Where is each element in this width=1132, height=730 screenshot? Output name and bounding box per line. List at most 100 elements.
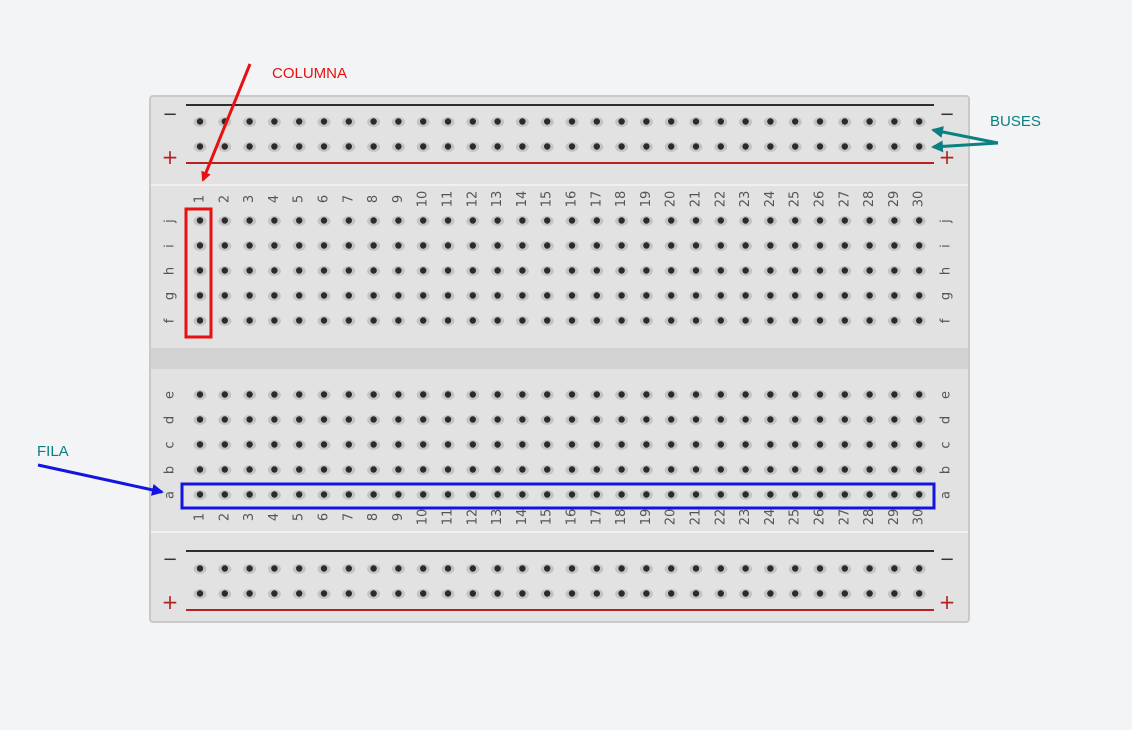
hole-f13 (491, 316, 505, 326)
hole-c3 (243, 440, 257, 450)
rail-hole-bottom-negative-6 (317, 564, 331, 574)
row-label-left-c: c (163, 441, 178, 448)
hole-c7 (342, 440, 356, 450)
row-label-right-e: e (939, 391, 954, 399)
column-number-top-26: 26 (813, 191, 828, 208)
hole-g24 (763, 291, 777, 301)
hole-f2 (218, 316, 232, 326)
hole-b14 (515, 465, 529, 475)
rail-hole-top-positive-20 (664, 142, 678, 152)
hole-f21 (689, 316, 703, 326)
rail-hole-top-positive-2 (218, 142, 232, 152)
hole-j9 (391, 216, 405, 226)
column-number-bottom-5: 5 (292, 513, 307, 521)
hole-h27 (838, 266, 852, 276)
rail-hole-bottom-negative-4 (267, 564, 281, 574)
hole-e7 (342, 390, 356, 400)
hole-c2 (218, 440, 232, 450)
column-number-top-8: 8 (366, 195, 381, 203)
hole-b27 (838, 465, 852, 475)
column-number-bottom-14: 14 (515, 509, 530, 526)
hole-j23 (739, 216, 753, 226)
rail-hole-bottom-positive-1 (193, 589, 207, 599)
hole-j19 (639, 216, 653, 226)
hole-c22 (714, 440, 728, 450)
top-left-plus-sign: + (162, 145, 179, 169)
hole-f14 (515, 316, 529, 326)
row-label-left-a: a (163, 491, 178, 499)
column-number-bottom-30: 30 (912, 509, 927, 526)
hole-h6 (317, 266, 331, 276)
rail-hole-bottom-negative-25 (788, 564, 802, 574)
hole-j29 (887, 216, 901, 226)
hole-i9 (391, 241, 405, 251)
hole-i12 (466, 241, 480, 251)
hole-b16 (565, 465, 579, 475)
column-number-bottom-22: 22 (713, 509, 728, 526)
hole-e27 (838, 390, 852, 400)
hole-f24 (763, 316, 777, 326)
hole-h8 (367, 266, 381, 276)
hole-g7 (342, 291, 356, 301)
hole-grid (193, 117, 926, 599)
hole-i17 (590, 241, 604, 251)
hole-c10 (416, 440, 430, 450)
hole-b13 (491, 465, 505, 475)
rail-hole-top-negative-12 (466, 117, 480, 127)
column-number-bottom-2: 2 (217, 513, 232, 521)
column-number-top-9: 9 (391, 195, 406, 203)
hole-d21 (689, 415, 703, 425)
hole-i22 (714, 241, 728, 251)
hole-c25 (788, 440, 802, 450)
hole-b29 (887, 465, 901, 475)
hole-j17 (590, 216, 604, 226)
hole-i6 (317, 241, 331, 251)
rail-hole-bottom-negative-11 (441, 564, 455, 574)
hole-b22 (714, 465, 728, 475)
hole-c24 (763, 440, 777, 450)
hole-h15 (540, 266, 554, 276)
hole-d23 (739, 415, 753, 425)
hole-d25 (788, 415, 802, 425)
hole-j13 (491, 216, 505, 226)
rail-hole-top-negative-28 (863, 117, 877, 127)
hole-g18 (615, 291, 629, 301)
hole-g11 (441, 291, 455, 301)
rail-hole-top-negative-11 (441, 117, 455, 127)
column-number-top-2: 2 (217, 195, 232, 203)
hole-a20 (664, 490, 678, 500)
hole-e9 (391, 390, 405, 400)
hole-a23 (739, 490, 753, 500)
hole-b17 (590, 465, 604, 475)
column-number-bottom-20: 20 (664, 509, 679, 526)
column-number-top-10: 10 (416, 191, 431, 208)
hole-e17 (590, 390, 604, 400)
hole-e19 (639, 390, 653, 400)
hole-g8 (367, 291, 381, 301)
hole-d9 (391, 415, 405, 425)
column-number-top-17: 17 (589, 191, 604, 208)
hole-e2 (218, 390, 232, 400)
rail-hole-top-positive-3 (243, 142, 257, 152)
bottom-right-minus-sign: − (939, 549, 954, 570)
hole-a1 (193, 490, 207, 500)
column-number-bottom-25: 25 (788, 509, 803, 526)
rail-hole-top-negative-22 (714, 117, 728, 127)
hole-f3 (243, 316, 257, 326)
hole-f22 (714, 316, 728, 326)
rail-hole-bottom-negative-26 (813, 564, 827, 574)
hole-d22 (714, 415, 728, 425)
column-number-top-23: 23 (738, 191, 753, 208)
hole-g25 (788, 291, 802, 301)
rail-hole-bottom-positive-17 (590, 589, 604, 599)
hole-h10 (416, 266, 430, 276)
hole-f23 (739, 316, 753, 326)
hole-f17 (590, 316, 604, 326)
rail-hole-top-negative-20 (664, 117, 678, 127)
hole-a9 (391, 490, 405, 500)
hole-a10 (416, 490, 430, 500)
hole-c12 (466, 440, 480, 450)
hole-i19 (639, 241, 653, 251)
hole-d6 (317, 415, 331, 425)
hole-d18 (615, 415, 629, 425)
